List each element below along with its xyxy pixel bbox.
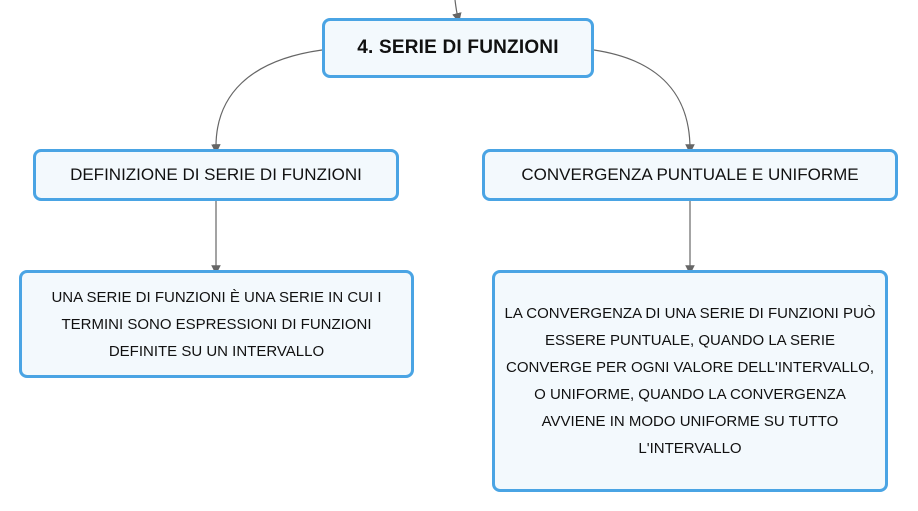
detail-text-definition: UNA SERIE DI FUNZIONI È UNA SERIE IN CUI… (51, 288, 382, 360)
topic-node-convergence[interactable]: CONVERGENZA PUNTUALE E UNIFORME (482, 149, 898, 201)
root-topic-node[interactable]: 4. SERIE DI FUNZIONI (322, 18, 594, 78)
detail-node-definition[interactable]: UNA SERIE DI FUNZIONI È UNA SERIE IN CUI… (19, 270, 414, 378)
detail-text-convergence: LA CONVERGENZA DI UNA SERIE DI FUNZIONI … (504, 305, 876, 457)
topic-node-definition[interactable]: DEFINIZIONE DI SERIE DI FUNZIONI (33, 149, 399, 201)
topic-label-convergence: CONVERGENZA PUNTUALE E UNIFORME (521, 165, 859, 184)
connector-root-to-definition (211, 49, 323, 154)
connector-root-to-convergence (593, 49, 695, 154)
topic-label-definition: DEFINIZIONE DI SERIE DI FUNZIONI (70, 165, 362, 184)
root-topic-title: 4. SERIE DI FUNZIONI (357, 37, 559, 58)
detail-node-convergence[interactable]: LA CONVERGENZA DI UNA SERIE DI FUNZIONI … (492, 270, 888, 492)
connector-parent-to-root (452, 0, 462, 23)
